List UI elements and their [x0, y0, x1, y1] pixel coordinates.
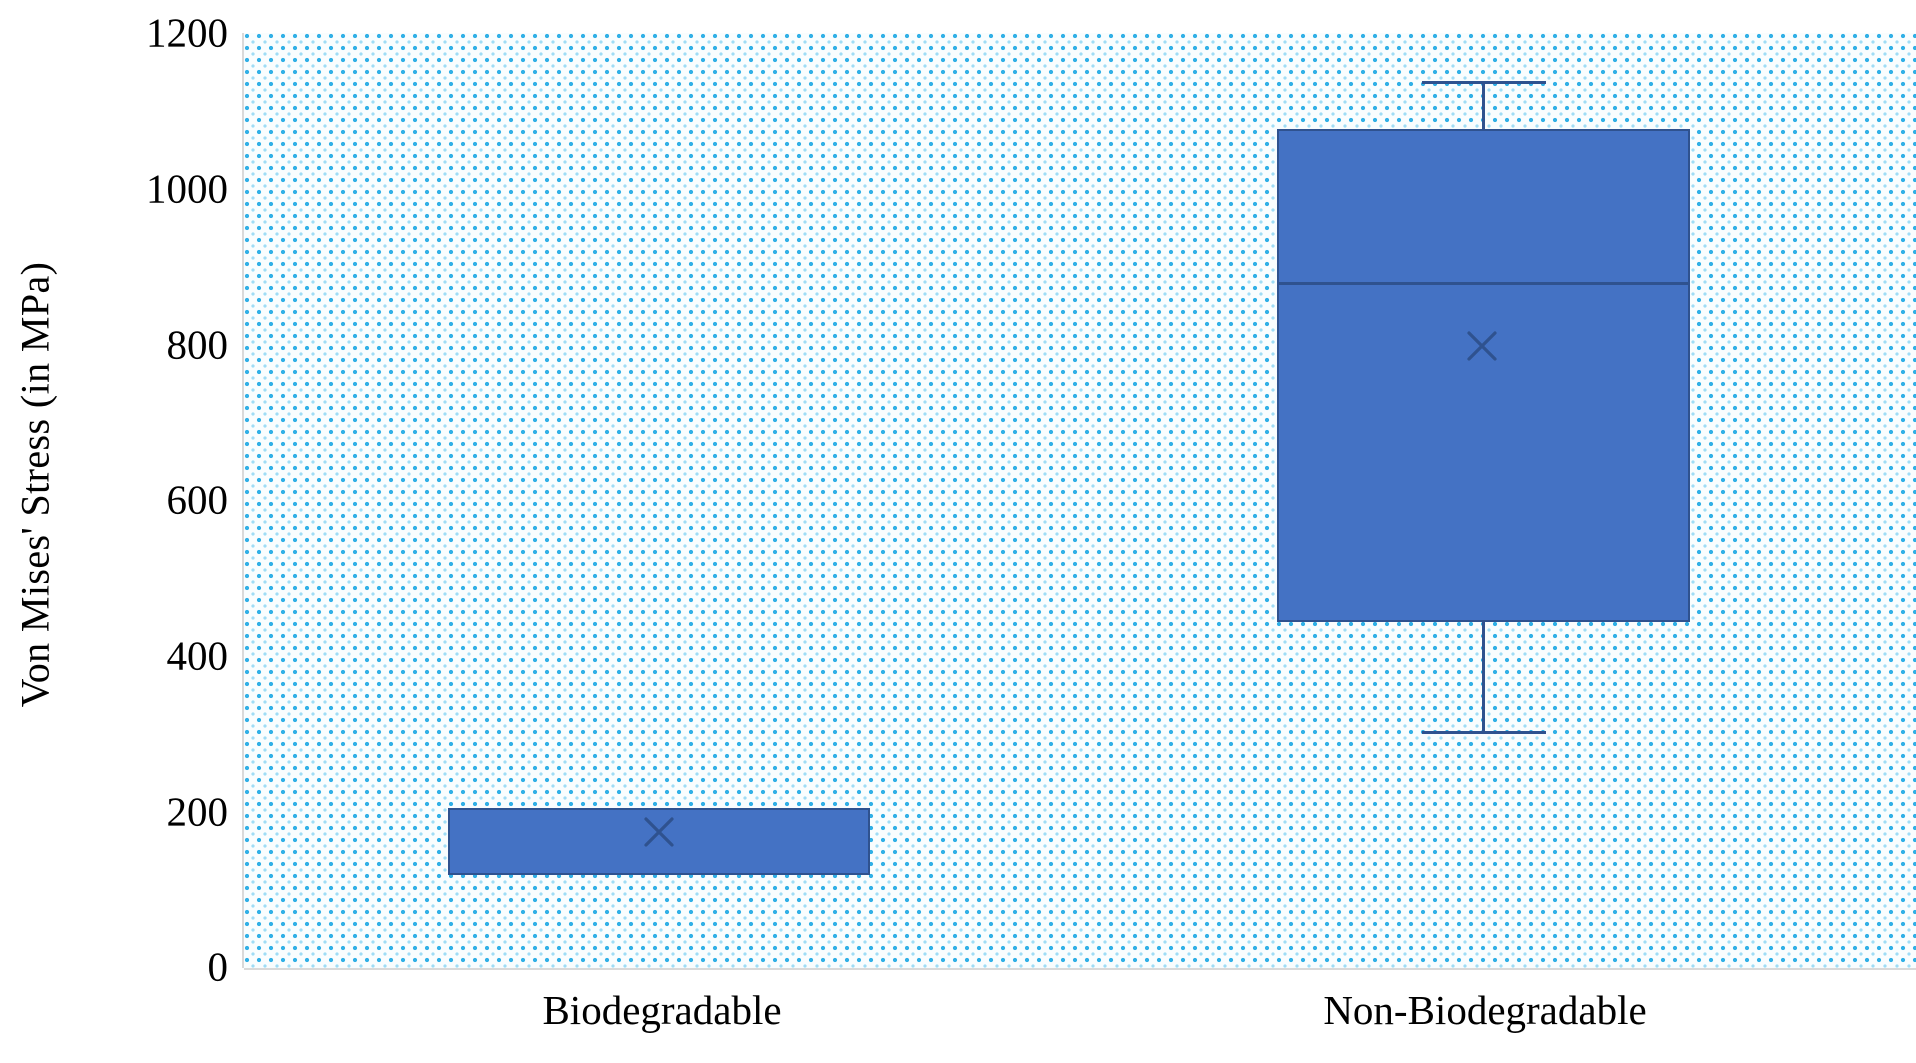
y-tick-200: 200	[166, 788, 229, 835]
y-tick-0: 0	[207, 943, 229, 990]
y-tick-800: 800	[166, 321, 229, 368]
y-tick-1000: 1000	[146, 165, 228, 212]
y-tick-1200: 1200	[146, 9, 228, 56]
y-axis-line	[242, 33, 245, 968]
whisker-cap-bottom-non-biodegradable	[1422, 731, 1546, 734]
x-axis-tick-labels: Biodegradable Non-Biodegradable	[244, 985, 1916, 1047]
x-tick-label-biodegradable: Biodegradable	[542, 987, 782, 1033]
box-non-biodegradable[interactable]	[1277, 129, 1690, 622]
y-axis-title-text: Von Mises' Stress (in MPa)	[12, 261, 58, 707]
median-line-non-biodegradable	[1279, 282, 1688, 285]
x-axis-line	[244, 967, 1916, 970]
y-tick-600: 600	[166, 476, 229, 523]
x-tick-label-non-biodegradable: Non-Biodegradable	[1323, 987, 1647, 1033]
mean-marker-biodegradable	[642, 815, 676, 849]
mean-marker-non-biodegradable	[1465, 329, 1499, 363]
y-axis-title: Von Mises' Stress (in MPa)	[0, 0, 70, 968]
plot-area	[244, 33, 1916, 968]
whisker-line-top-non-biodegradable	[1482, 81, 1485, 131]
box-biodegradable[interactable]	[448, 808, 870, 875]
whisker-line-bottom-non-biodegradable	[1482, 622, 1485, 733]
y-tick-400: 400	[166, 632, 229, 679]
y-axis-tick-labels: 1200 1000 800 600 400 200 0	[70, 0, 236, 1000]
